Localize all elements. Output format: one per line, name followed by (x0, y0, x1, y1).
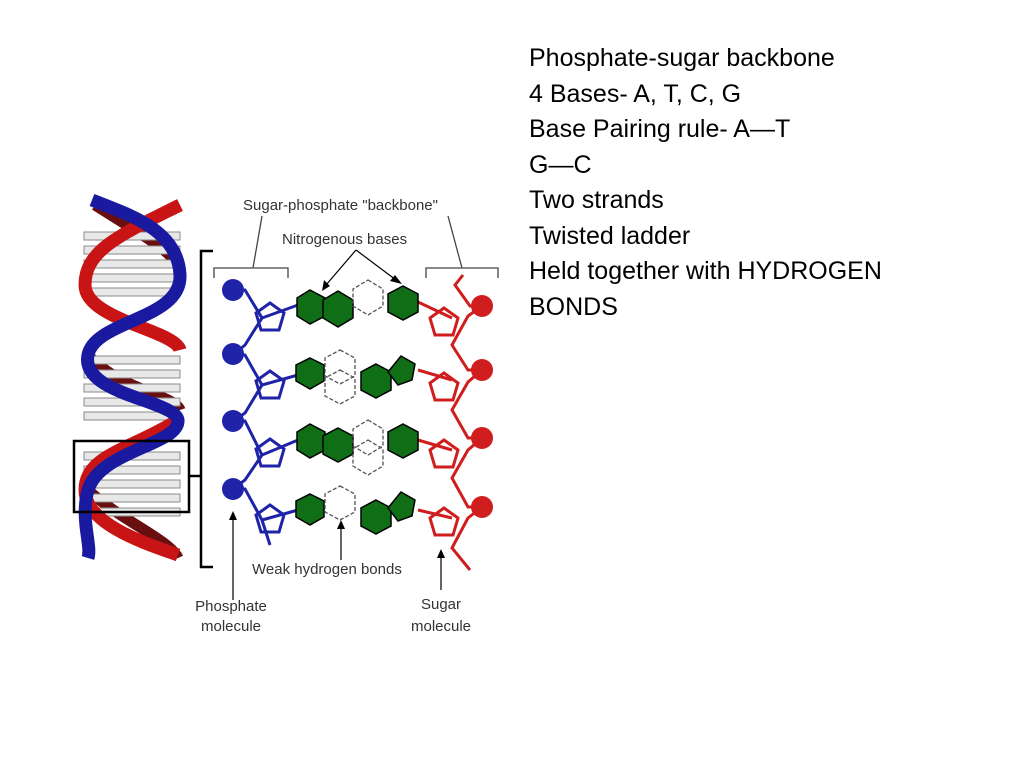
backbone-brackets (213, 215, 499, 278)
bullet-bonds: BONDS (529, 292, 618, 321)
backbone-label: Sugar-phosphate "backbone" (243, 197, 438, 214)
bottom-arrows (232, 518, 442, 600)
sugar-label-line1: Sugar (421, 596, 461, 613)
ladder-rows (222, 274, 493, 571)
bullet-list: Phosphate-sugar backbone 4 Bases- A, T, … (529, 41, 1009, 325)
bullet-twisted-ladder: Twisted ladder (529, 221, 691, 250)
bases-label: Nitrogenous bases (282, 231, 407, 248)
hbonds-label: Weak hydrogen bonds (252, 561, 402, 578)
sugar-label-line2: molecule (411, 618, 471, 635)
phosphate-label-line1: Phosphate (195, 598, 267, 615)
bullet-gc: G—C (529, 150, 592, 179)
phosphate-label-line2: molecule (201, 618, 261, 635)
double-helix (72, 193, 191, 562)
bullet-pairing-rule: Base Pairing rule- A—T (529, 115, 791, 143)
bullet-backbone: Phosphate-sugar backbone (529, 44, 835, 72)
zoom-bracket (189, 249, 213, 569)
bases-arrows (325, 249, 397, 286)
bullet-two-strands: Two strands (529, 186, 664, 214)
bullet-bases: 4 Bases- A, T, C, G (529, 79, 742, 108)
bullet-held-together: Held together with HYDROGEN (529, 257, 882, 285)
